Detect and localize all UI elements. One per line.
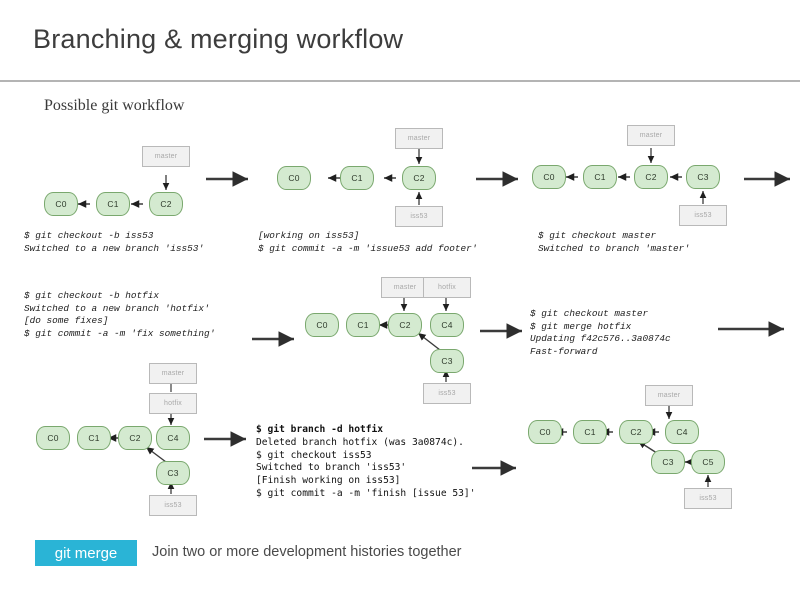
commit-node-c3: C3: [651, 450, 685, 474]
terminal-block-3: $ git checkout master Switched to branch…: [538, 230, 690, 254]
commit-node-c1: C1: [96, 192, 130, 216]
terminal-block-1: $ git checkout -b iss53 Switched to a ne…: [24, 230, 205, 254]
terminal-block-2: [working on iss53] $ git commit -a -m 'i…: [258, 230, 478, 254]
branch-label-iss53: iss53: [684, 488, 732, 509]
branch-label-master: master: [645, 385, 693, 406]
branch-label-master: master: [381, 277, 429, 298]
branch-label-iss53: iss53: [423, 383, 471, 404]
branch-label-hotfix: hotfix: [423, 277, 471, 298]
commit-node-c0: C0: [305, 313, 339, 337]
branch-label-master: master: [627, 125, 675, 146]
commit-node-c0: C0: [277, 166, 311, 190]
commit-node-c1: C1: [346, 313, 380, 337]
commit-node-c2: C2: [388, 313, 422, 337]
commit-node-c4: C4: [430, 313, 464, 337]
branch-label-iss53: iss53: [679, 205, 727, 226]
terminal-block-4: $ git checkout -b hotfix Switched to a n…: [24, 290, 216, 339]
commit-node-c2: C2: [634, 165, 668, 189]
commit-node-c1: C1: [77, 426, 111, 450]
commit-node-c0: C0: [44, 192, 78, 216]
branch-label-iss53: iss53: [395, 206, 443, 227]
git-merge-badge[interactable]: git merge: [35, 540, 137, 566]
commit-node-c3: C3: [686, 165, 720, 189]
commit-node-c0: C0: [36, 426, 70, 450]
title-divider: [0, 80, 800, 82]
commit-node-c3: C3: [156, 461, 190, 485]
terminal-output: Deleted branch hotfix (was 3a0874c). $ g…: [256, 436, 476, 499]
page-title: Branching & merging workflow: [33, 24, 404, 54]
git-merge-description: Join two or more development histories t…: [152, 544, 462, 560]
commit-node-c2: C2: [149, 192, 183, 216]
commit-node-c0: C0: [528, 420, 562, 444]
terminal-block-6: $ git checkout master $ git merge hotfix…: [530, 308, 671, 357]
commit-node-c4: C4: [665, 420, 699, 444]
branch-label-iss53: iss53: [149, 495, 197, 516]
branch-label-master: master: [142, 146, 190, 167]
branch-label-master: master: [149, 363, 197, 384]
commit-node-c1: C1: [573, 420, 607, 444]
commit-node-c1: C1: [340, 166, 374, 190]
commit-node-c5: C5: [691, 450, 725, 474]
commit-node-c2: C2: [402, 166, 436, 190]
branch-label-master: master: [395, 128, 443, 149]
slide-subtitle: Possible git workflow: [44, 97, 185, 114]
commit-node-c0: C0: [532, 165, 566, 189]
commit-node-c4: C4: [156, 426, 190, 450]
commit-node-c2: C2: [118, 426, 152, 450]
commit-node-c1: C1: [583, 165, 617, 189]
terminal-command-bold: $ git branch -d hotfix: [256, 424, 384, 435]
commit-node-c2: C2: [619, 420, 653, 444]
commit-node-c3: C3: [430, 349, 464, 373]
branch-label-hotfix: hotfix: [149, 393, 197, 414]
